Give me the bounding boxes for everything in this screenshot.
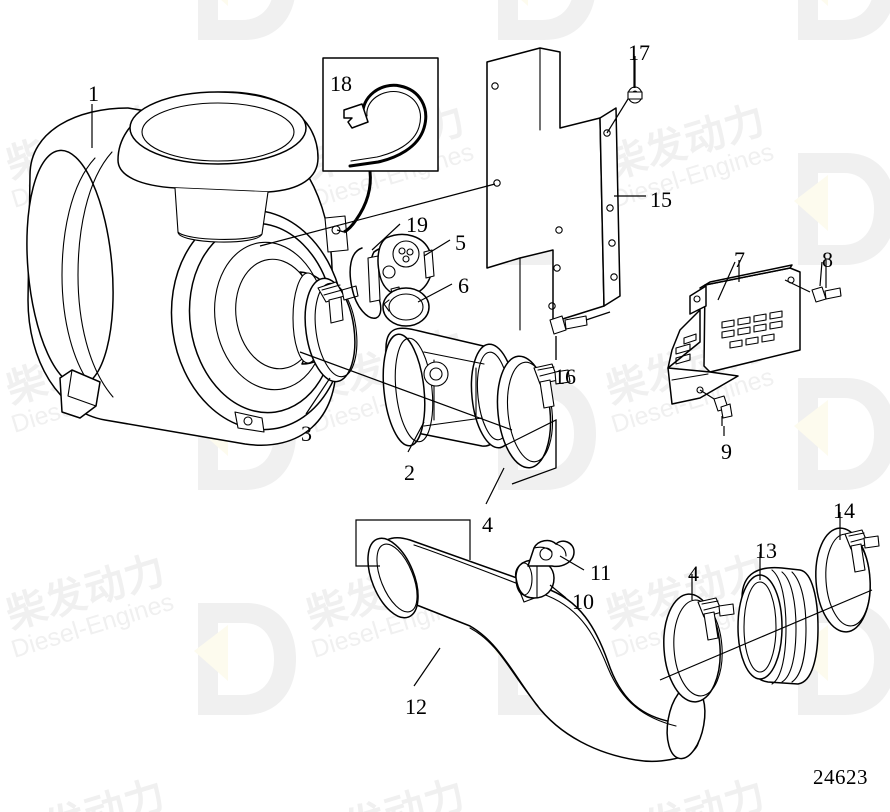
callout-hose-clamp-inlet: 3 — [301, 421, 312, 446]
part-hose-clamp-14 — [815, 527, 880, 633]
part-screw-9 — [713, 395, 733, 426]
callout-charge-air-hose: 12 — [405, 694, 427, 719]
drawing-number: 24623 — [813, 765, 868, 789]
part-bracket-clip-19 — [349, 246, 405, 319]
callout-hose-clamp-outer: 14 — [833, 498, 855, 523]
part-rubber-bellows-13 — [737, 566, 819, 685]
callout-hose-clamp: 4 — [688, 561, 699, 586]
part-hose-clamp-3 — [304, 277, 359, 383]
part-heat-shield-15 — [486, 47, 621, 331]
callout-cable-tie-inset: 18 — [330, 71, 352, 96]
part-rubber-grommet-10 — [514, 559, 555, 599]
callout-nut: 17 — [628, 40, 650, 65]
callout-bracket-clip: 19 — [406, 212, 428, 237]
callout-screw-lower: 9 — [721, 439, 732, 464]
part-ventilation-bracket-7 — [667, 261, 811, 405]
callout-bolt-lower: 16 — [554, 364, 576, 389]
callout-wing-nut: 11 — [590, 560, 612, 585]
part-wing-nut-11 — [527, 539, 575, 568]
part-sealing-ring-6 — [382, 287, 430, 327]
callout-ventilation-bracket: 7 — [734, 247, 745, 272]
callout-rubber-grommet: 10 — [572, 589, 594, 614]
part-bolt-16 — [549, 311, 611, 360]
part-screw-8 — [811, 261, 842, 303]
callout-indicator-sensor: 5 — [455, 230, 466, 255]
part-hose-clamp-4-lower — [663, 593, 735, 703]
part-cable-tie-inset-18 — [322, 57, 439, 234]
callout-air-intake-adapter: 2 — [404, 460, 415, 485]
callout-hose-clamp: 4 — [482, 512, 493, 537]
callout-heat-shield-panel: 15 — [650, 187, 672, 212]
callout-rubber-bellows-sleeve: 13 — [755, 538, 777, 563]
callout-air-cleaner-housing: 1 — [88, 81, 99, 106]
callout-o-ring-seal: 6 — [458, 273, 469, 298]
part-air-cleaner-housing — [26, 91, 349, 446]
part-indicator-sensor-5 — [377, 233, 435, 300]
callout-screw-upper: 8 — [822, 247, 833, 272]
part-nut-17 — [606, 56, 643, 134]
